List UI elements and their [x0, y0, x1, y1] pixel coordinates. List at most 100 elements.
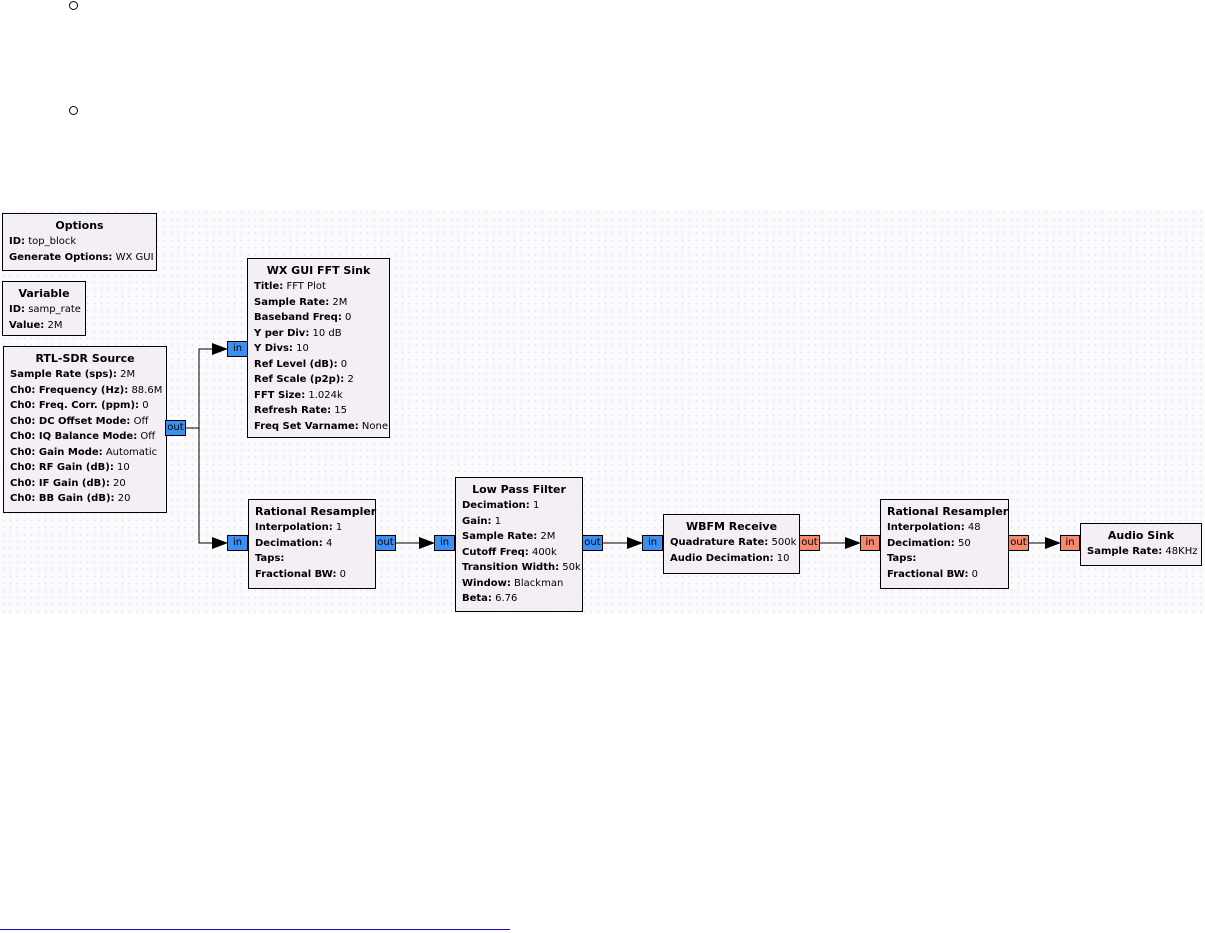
resampler2-in-port[interactable]: in — [860, 535, 880, 551]
param-value: top_block — [28, 236, 77, 247]
param-label: Quadrature Rate: — [670, 537, 769, 548]
param-value: samp_rate — [28, 304, 81, 315]
block-param: Freq Set Varname: None — [254, 419, 388, 435]
lpf-out-port[interactable]: out — [582, 535, 603, 551]
block-param: Window: Blackman — [462, 576, 576, 592]
param-value: 50k — [562, 562, 581, 573]
block-param: Taps: — [255, 551, 369, 567]
param-label: Ch0: Freq. Corr. (ppm): — [10, 400, 140, 411]
resampler1-in-port[interactable]: in — [227, 535, 248, 551]
list-bullet-2 — [69, 106, 78, 115]
param-label: Cutoff Freq: — [462, 546, 529, 558]
param-value: 48KHz — [1165, 546, 1198, 557]
param-value: 10 — [776, 552, 790, 564]
fft-in-port[interactable]: in — [227, 341, 248, 357]
param-value: 400k — [531, 546, 557, 558]
param-value: 10 dB — [312, 327, 342, 339]
list-bullet-1 — [69, 1, 78, 10]
wbfm-in-port[interactable]: in — [642, 535, 663, 551]
wire-rtl-resampler — [186, 427, 228, 549]
param-value: 10 — [296, 343, 309, 354]
param-label: Ch0: IF Gain (dB): — [10, 477, 110, 489]
wire-rtl-fft — [186, 343, 228, 429]
param-label: Interpolation: — [887, 522, 965, 533]
block-param: Ch0: RF Gain (dB): 10 — [10, 460, 160, 476]
param-label: Generate Options: — [9, 251, 113, 263]
param-label: Audio Decimation: — [670, 552, 774, 564]
param-label: Ch0: BB Gain (dB): — [10, 493, 115, 504]
param-label: Fractional BW: — [887, 568, 969, 580]
param-label: Baseband Freq: — [254, 312, 342, 323]
param-label: Ch0: RF Gain (dB): — [10, 462, 114, 473]
param-value: Blackman — [514, 577, 564, 589]
audio-in-port[interactable]: in — [1060, 535, 1080, 551]
block-param: ID: top_block — [9, 234, 150, 250]
param-label: Sample Rate: — [254, 296, 330, 308]
param-label: Sample Rate: — [462, 531, 538, 542]
block-param: Fractional BW: 0 — [255, 567, 369, 583]
block-param: Fractional BW: 0 — [887, 567, 1002, 583]
param-value: 2M — [47, 319, 63, 331]
param-label: Value: — [9, 319, 45, 331]
param-label: Decimation: — [887, 537, 955, 549]
param-label: Fractional BW: — [255, 568, 337, 580]
block-param: Decimation: 50 — [887, 536, 1002, 552]
param-label: Ref Scale (p2p): — [254, 374, 345, 385]
block-param: Interpolation: 1 — [255, 520, 369, 536]
param-value: None — [361, 420, 389, 432]
param-label: ID: — [9, 236, 26, 247]
wbfm-out-port[interactable]: out — [799, 535, 820, 551]
param-value: 88.6M — [131, 384, 163, 396]
param-value: 15 — [334, 405, 348, 416]
param-label: Ch0: Gain Mode: — [10, 446, 103, 458]
block-param: Audio Decimation: 10 — [670, 551, 793, 567]
block-param: Ref Scale (p2p): 2 — [254, 372, 383, 388]
param-value: 0 — [339, 568, 347, 580]
block-param: Ch0: IF Gain (dB): 20 — [10, 476, 160, 492]
block-param: Ch0: Frequency (Hz): 88.6M — [10, 383, 163, 399]
block-param: Ch0: BB Gain (dB): 20 — [10, 491, 160, 507]
block-param: Refresh Rate: 15 — [254, 403, 383, 419]
block-param: Cutoff Freq: 400k — [462, 545, 576, 561]
block-param: Y Divs: 10 — [254, 341, 383, 357]
param-label: ID: — [9, 304, 26, 315]
resampler1-out-port[interactable]: out — [375, 535, 396, 551]
block-title: Rational Resampler — [887, 505, 1009, 518]
block-param: Ch0: Gain Mode: Automatic — [10, 445, 160, 461]
block-param: Value: 2M — [9, 318, 79, 334]
param-label: Decimation: — [255, 537, 323, 549]
lpf-in-port[interactable]: in — [434, 535, 455, 551]
block-param: Quadrature Rate: 500k — [670, 535, 796, 551]
block-title: RTL-SDR Source — [35, 352, 135, 365]
block-param: Sample Rate: 2M — [254, 295, 383, 311]
resampler2-out-port[interactable]: out — [1008, 535, 1029, 551]
block-param: Ch0: Freq. Corr. (ppm): 0 — [10, 398, 160, 414]
block-title: Low Pass Filter — [472, 483, 566, 496]
param-value: 0 — [345, 312, 352, 323]
param-value: 4 — [326, 537, 333, 549]
block-title: Options — [55, 219, 104, 232]
param-label: Taps: — [887, 553, 917, 564]
param-value: 1 — [533, 500, 540, 511]
block-param: Decimation: 4 — [255, 536, 369, 552]
param-label: Taps: — [255, 553, 285, 564]
block-param: Generate Options: WX GUI — [9, 250, 154, 266]
rtl-out-port[interactable]: out — [165, 420, 186, 436]
param-value: 2M — [120, 369, 136, 380]
block-param: Baseband Freq: 0 — [254, 310, 383, 326]
param-value: FFT Plot — [286, 281, 326, 292]
param-value: Automatic — [105, 446, 158, 458]
param-label: FFT Size: — [254, 389, 306, 401]
block-param: Title: FFT Plot — [254, 279, 383, 295]
block-param: Ch0: IQ Balance Mode: Off — [10, 429, 160, 445]
